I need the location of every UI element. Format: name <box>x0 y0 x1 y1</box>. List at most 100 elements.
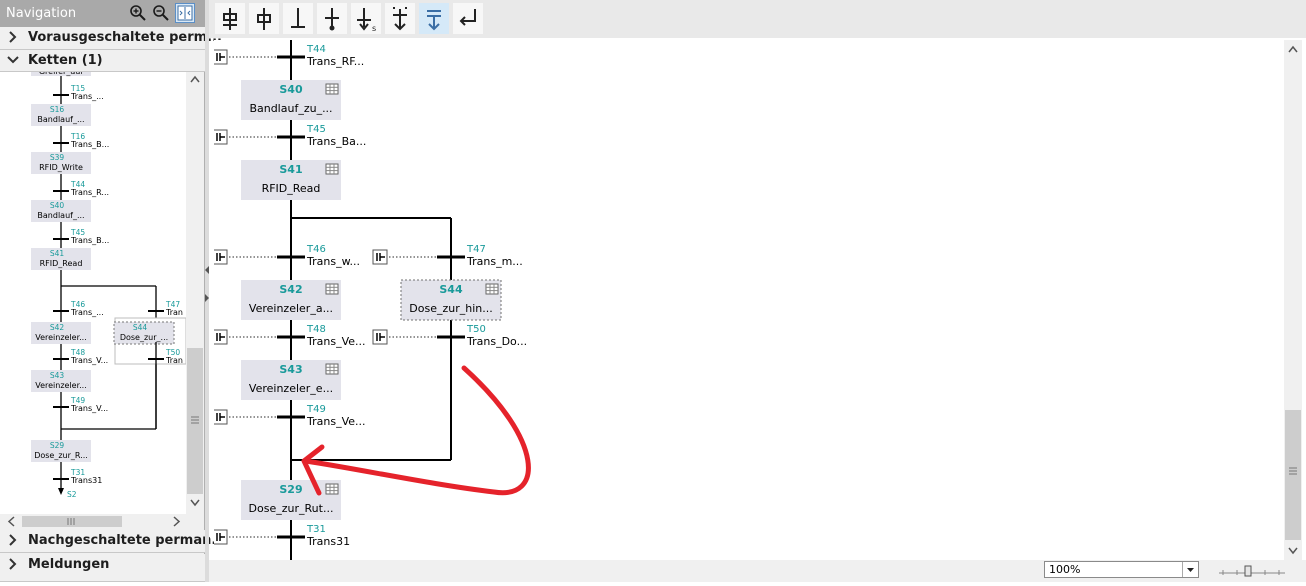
zoom-value: 100% <box>1049 563 1081 576</box>
step-box <box>31 200 91 222</box>
close-branch-button[interactable] <box>453 3 483 34</box>
step-box <box>241 280 341 320</box>
transition-name: Trans_Do... <box>466 335 527 348</box>
section-chains[interactable]: Ketten (1) <box>0 50 205 72</box>
step-number: S44 <box>439 283 463 296</box>
transition-name: Tran <box>165 308 183 317</box>
step-box <box>241 80 341 120</box>
editor-vertical-scrollbar[interactable] <box>1284 40 1302 560</box>
scroll-down-icon <box>190 499 200 507</box>
scroll-right-icon <box>173 516 181 527</box>
step-name: Vereinzeler_e... <box>249 382 333 395</box>
section-messages[interactable]: Meldungen <box>0 554 205 582</box>
transition-name: Trans_RF... <box>306 55 364 68</box>
step-box <box>31 322 91 344</box>
action-table-icon <box>325 283 339 295</box>
annotation-arrow <box>303 365 531 496</box>
step-number: S41 <box>50 249 65 258</box>
transition-number: T49 <box>70 396 85 405</box>
transition-number: T50 <box>466 324 486 335</box>
navigation-pane: Navigation Vorausgeschaltete perm... Ket… <box>0 0 226 582</box>
transition-number: T44 <box>70 180 85 189</box>
insert-step-transition-button[interactable] <box>215 3 245 34</box>
transition-name: Trans_B... <box>70 236 109 245</box>
transition-name: Tran <box>165 356 183 365</box>
transition-number: T49 <box>306 404 326 415</box>
transition-number: T44 <box>306 44 326 55</box>
scroll-thumb <box>1285 410 1301 540</box>
transition-number: T50 <box>165 348 180 357</box>
step-number: S42 <box>50 323 65 332</box>
transition-number: T45 <box>70 228 85 237</box>
transition-number: T31 <box>70 468 85 477</box>
step-name: Greifer_auf <box>39 72 83 76</box>
navigation-title: Navigation <box>6 6 77 21</box>
transition-name: Trans_V... <box>70 356 108 365</box>
section-preceding-permanent[interactable]: Vorausgeschaltete perm... <box>0 27 222 50</box>
transition-name: Trans_Ve... <box>306 335 366 348</box>
zoom-slider-thumb <box>1244 565 1252 577</box>
step-name: Vereinzeler... <box>35 381 87 390</box>
step-number: S39 <box>50 153 65 162</box>
chevron-down-icon[interactable] <box>1182 562 1198 577</box>
insert-transition-button[interactable] <box>283 3 313 34</box>
transition-name: Trans_R... <box>70 188 109 197</box>
step-box <box>31 440 91 462</box>
transition-name: Trans_Ve... <box>306 415 366 428</box>
action-table-icon <box>325 83 339 95</box>
open-branch-button[interactable] <box>419 3 449 34</box>
step-box <box>31 248 91 270</box>
transition-number: T31 <box>306 524 326 535</box>
step-name: Dose_zur_R... <box>34 451 88 460</box>
jump-arrow <box>58 488 64 495</box>
step-name: RFID_Write <box>39 163 83 172</box>
transition-number: T46 <box>306 244 326 255</box>
zoom-out-icon[interactable] <box>151 3 171 23</box>
step-name: Dose_zur_hin... <box>409 302 492 315</box>
chevron-down-icon <box>7 56 19 64</box>
chain-overview[interactable]: Greifer_aufT15Trans_...S16Bandlauf_...T1… <box>0 72 186 514</box>
step-name: RFID_Read <box>40 259 83 268</box>
scroll-down-icon <box>1288 547 1298 555</box>
transition-number: T47 <box>165 300 180 309</box>
section-following-permanent[interactable]: Nachgeschaltete perman... <box>0 530 226 553</box>
step-box <box>31 370 91 392</box>
action-table-icon <box>325 363 339 375</box>
svg-text:s: s <box>372 24 376 33</box>
alt-branch-icon <box>393 7 407 31</box>
navigation-header: Navigation <box>0 0 205 27</box>
step-number: S16 <box>50 105 65 114</box>
transition-number: T48 <box>70 348 85 357</box>
overview-vertical-scrollbar[interactable] <box>186 72 204 514</box>
fit-to-window-icon[interactable] <box>175 3 195 23</box>
step-number: S43 <box>279 363 302 376</box>
zoom-in-icon[interactable] <box>128 3 148 23</box>
step-number: S42 <box>279 283 302 296</box>
insert-step-button[interactable] <box>249 3 279 34</box>
step-number: S43 <box>50 371 65 380</box>
transition-number: T16 <box>70 132 85 141</box>
zoom-dropdown[interactable]: 100% <box>1044 561 1199 578</box>
transition-number: T15 <box>70 84 85 93</box>
status-bar: 100% <box>209 560 1306 582</box>
transition-name: Trans31 <box>306 535 350 548</box>
step-name: Vereinzeler_a... <box>249 302 333 315</box>
chevron-right-icon <box>9 534 17 546</box>
step-name: Dose_zur_Rut... <box>249 502 334 515</box>
close-branch-icon <box>459 9 476 26</box>
insert-alternative-branch-button[interactable] <box>385 3 415 34</box>
step-number: S29 <box>279 483 302 496</box>
step-name: Bandlauf_... <box>37 115 84 124</box>
step-name: Dose_zur_... <box>120 333 168 342</box>
pane-splitter[interactable] <box>205 0 209 582</box>
step-transition-icon <box>223 8 237 30</box>
transition-name: Trans_... <box>70 308 104 317</box>
step-number: S41 <box>279 163 302 176</box>
graph-view: T44Trans_RF...S40Bandlauf_zu_...T45Trans… <box>214 40 531 560</box>
overview-horizontal-scrollbar[interactable] <box>4 514 186 529</box>
insert-jump-button[interactable] <box>317 3 347 34</box>
insert-simultaneous-branch-button[interactable]: s <box>351 3 381 34</box>
zoom-slider[interactable] <box>1217 562 1287 578</box>
step-name: Bandlauf_... <box>37 211 84 220</box>
